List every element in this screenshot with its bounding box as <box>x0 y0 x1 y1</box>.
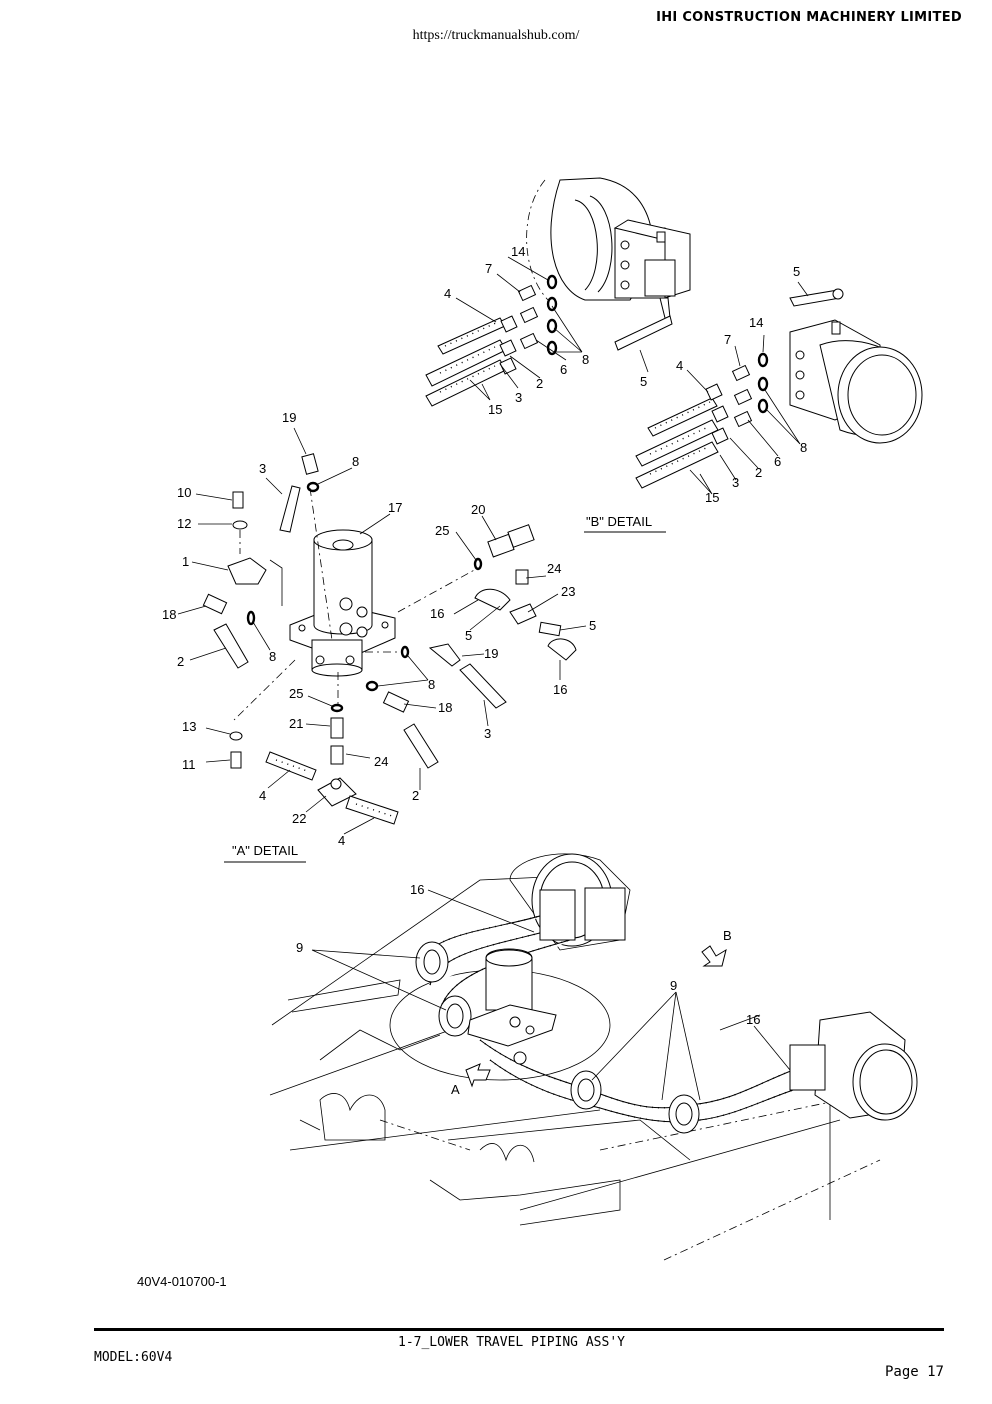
drawing-number: 40V4-010700-1 <box>137 1274 227 1289</box>
hoses-lower <box>635 281 809 495</box>
callout-label: 4 <box>444 286 451 301</box>
callout-label: 15 <box>488 402 502 417</box>
callout-label: 5 <box>793 264 800 279</box>
brand-name: IHI CONSTRUCTION MACHINERY LIMITED <box>656 10 962 25</box>
callout-label: 24 <box>374 754 388 769</box>
page-number: Page 17 <box>884 1364 944 1380</box>
callout-label: 10 <box>177 485 191 500</box>
callout-label: 17 <box>388 500 402 515</box>
callout-label: 4 <box>338 833 345 848</box>
callout-label: 5 <box>465 628 472 643</box>
callout-label: 16 <box>410 882 424 897</box>
callout-label: 3 <box>484 726 491 741</box>
callout-label: 11 <box>182 757 196 772</box>
motor-lower-illustration <box>789 288 923 444</box>
callout-label: 24 <box>547 561 561 576</box>
view-marker-a: A <box>451 1082 460 1097</box>
callout-label: 5 <box>640 374 647 389</box>
callout-label: 4 <box>676 358 683 373</box>
assembly-hoses <box>311 889 826 1134</box>
model-label: MODEL:60V4 <box>94 1350 173 1365</box>
hoses-upper <box>425 256 649 407</box>
callout-label: 2 <box>755 465 762 480</box>
callout-label: 7 <box>724 332 731 347</box>
callout-label: 25 <box>289 686 303 701</box>
callout-label: 2 <box>412 788 419 803</box>
detail-a-callouts: 19 8 3 10 12 17 1 18 8 2 25 20 24 23 16 … <box>162 410 596 848</box>
callout-label: 21 <box>289 716 303 731</box>
callout-label: 1 <box>182 554 189 569</box>
upper-callouts: 14 7 4 8 6 2 3 15 5 <box>444 244 647 417</box>
callout-label: 19 <box>282 410 296 425</box>
callout-label: 16 <box>746 1012 760 1027</box>
callout-label: 18 <box>438 700 452 715</box>
swivel-joint-illustration <box>233 487 479 721</box>
lower-callouts: 5 14 7 4 8 6 2 3 15 <box>676 264 807 505</box>
assembly-callouts: 16 9 9 16 A B <box>296 882 760 1097</box>
callout-label: 3 <box>515 390 522 405</box>
callout-label: 2 <box>536 376 543 391</box>
callout-label: 9 <box>296 940 303 955</box>
motor-upper-illustration <box>526 177 691 351</box>
callout-label: 8 <box>269 649 276 664</box>
callout-label: 6 <box>774 454 781 469</box>
callout-label: 2 <box>177 654 184 669</box>
footer-rule <box>94 1328 944 1331</box>
callout-label: 23 <box>561 584 575 599</box>
callout-label: 14 <box>511 244 525 259</box>
callout-label: 20 <box>471 502 485 517</box>
source-url[interactable]: https://truckmanualshub.com/ <box>412 28 580 43</box>
callout-label: 4 <box>259 788 266 803</box>
callout-label: 5 <box>589 618 596 633</box>
callout-label: 18 <box>162 607 176 622</box>
callout-label: 25 <box>435 523 449 538</box>
callout-label: 15 <box>705 490 719 505</box>
callout-label: 14 <box>749 315 763 330</box>
callout-label: 22 <box>292 811 306 826</box>
callout-label: 3 <box>732 475 739 490</box>
detail-a-title: "A" DETAIL <box>232 843 298 858</box>
callout-label: 8 <box>428 677 435 692</box>
section-title: 1-7_LOWER TRAVEL PIPING ASS'Y <box>398 1335 625 1350</box>
detail-b-title: "B" DETAIL <box>586 514 652 529</box>
callout-label: 7 <box>485 261 492 276</box>
callout-label: 19 <box>484 646 498 661</box>
callout-label: 8 <box>800 440 807 455</box>
callout-label: 8 <box>582 352 589 367</box>
callout-label: 3 <box>259 461 266 476</box>
callout-label: 12 <box>177 516 191 531</box>
callout-label: 9 <box>670 978 677 993</box>
callout-label: 8 <box>352 454 359 469</box>
callout-label: 16 <box>553 682 567 697</box>
callout-label: 6 <box>560 362 567 377</box>
view-marker-b: B <box>723 928 732 943</box>
callout-label: 13 <box>182 719 196 734</box>
callout-label: 16 <box>430 606 444 621</box>
swivel-parts <box>177 427 587 835</box>
